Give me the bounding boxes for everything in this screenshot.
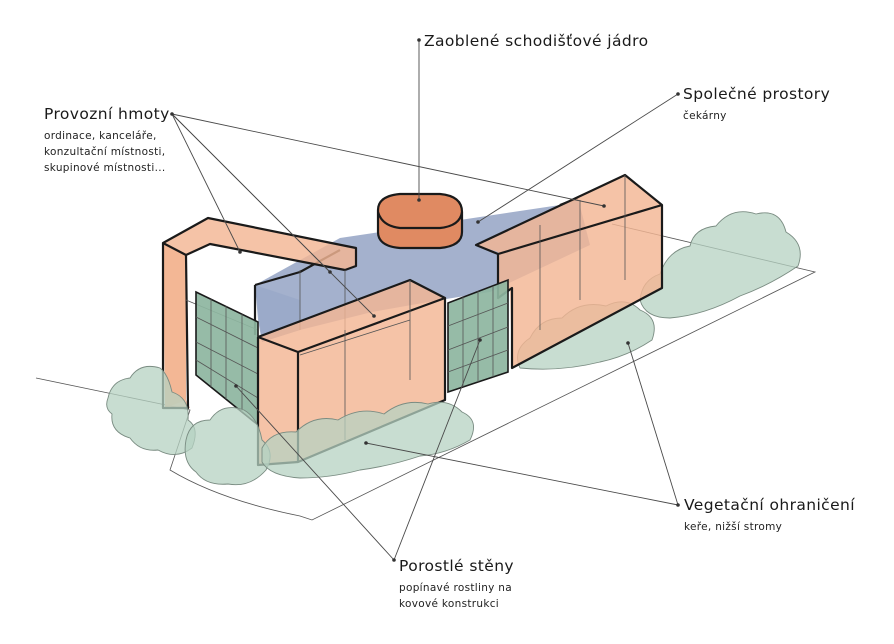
stair-core	[376, 192, 464, 250]
label-vegetation-line-1: keře, nižší stromy	[684, 521, 782, 533]
green-walls	[195, 278, 509, 427]
leader-walls	[234, 338, 482, 562]
label-core-title: Zaoblené schodišťové jádro	[424, 32, 648, 50]
label-walls-line-2: kovové konstrukci	[399, 598, 499, 610]
label-vegetation-title: Vegetační ohraničení	[684, 496, 855, 514]
label-common: Společné prostory čekárny	[683, 85, 830, 122]
label-core: Zaoblené schodišťové jádro	[424, 32, 648, 50]
label-walls-title: Porostlé stěny	[399, 557, 514, 575]
label-walls-line-1: popínavé rostliny na	[399, 582, 512, 594]
label-blocks-line-3: skupinové místnosti...	[44, 162, 166, 174]
leader-vegetation	[364, 341, 680, 507]
label-vegetation: Vegetační ohraničení keře, nižší stromy	[684, 496, 855, 533]
block-right	[474, 173, 664, 370]
label-common-line-1: čekárny	[683, 110, 727, 122]
label-blocks-line-1: ordinace, kanceláře,	[44, 130, 157, 142]
green-wall-right	[447, 278, 509, 394]
label-common-title: Společné prostory	[683, 85, 830, 103]
leader-common	[476, 92, 680, 224]
label-blocks-line-2: konzultační místnosti,	[44, 146, 165, 158]
leader-blocks	[170, 112, 606, 318]
label-blocks-title: Provozní hmoty	[44, 105, 170, 123]
site-outline	[35, 223, 817, 521]
green-wall-left	[195, 290, 259, 427]
vegetation-front	[106, 365, 475, 486]
leader-lines	[170, 38, 680, 562]
label-blocks: Provozní hmoty ordinace, kanceláře, konz…	[44, 105, 170, 174]
block-left	[161, 216, 358, 410]
label-walls: Porostlé stěny popínavé rostliny na kovo…	[399, 557, 514, 610]
leader-core	[417, 38, 421, 202]
